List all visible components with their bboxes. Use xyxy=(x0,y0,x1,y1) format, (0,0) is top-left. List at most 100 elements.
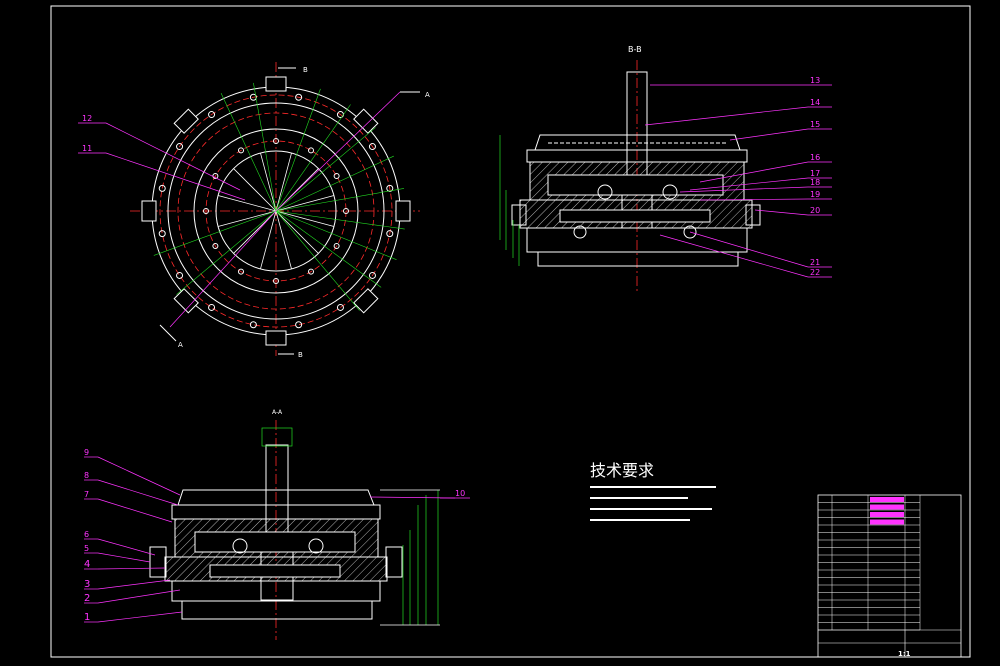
spoke xyxy=(260,152,277,212)
leader-line xyxy=(729,128,809,141)
dimension-ray xyxy=(153,210,277,256)
inner-hole xyxy=(308,147,314,154)
leader-line xyxy=(689,231,809,268)
leader-line xyxy=(97,538,156,556)
bolt-hole xyxy=(208,111,216,119)
scale-value: 1:1 xyxy=(898,650,911,658)
leader-line xyxy=(97,567,166,570)
callout-number: 7 xyxy=(84,490,89,499)
callout-number: 3 xyxy=(84,579,90,590)
callout-number: 20 xyxy=(810,206,820,215)
cut-label-b-bottom: B xyxy=(298,351,303,359)
inner-hole xyxy=(333,173,340,179)
inner-hole xyxy=(333,243,340,249)
bolt-hole xyxy=(176,271,184,279)
leader-line xyxy=(689,177,809,191)
callout-number: 10 xyxy=(455,489,465,498)
spoke xyxy=(275,195,335,212)
lug xyxy=(141,200,157,222)
callout-number: 19 xyxy=(810,190,820,199)
leader-line xyxy=(97,611,183,623)
spoke xyxy=(275,210,335,227)
callout-number: 2 xyxy=(84,593,90,604)
cut-label-a-bottom: A xyxy=(178,341,183,349)
inner-hole xyxy=(308,268,314,275)
inner-hole xyxy=(238,268,244,275)
lug xyxy=(173,288,199,314)
lug xyxy=(265,76,287,92)
callout-number: 6 xyxy=(84,530,89,539)
inner-hole xyxy=(273,138,279,144)
inner-hole xyxy=(238,147,244,154)
dimension-ray xyxy=(275,210,360,311)
leader-line xyxy=(659,234,809,278)
inner-hole xyxy=(203,208,209,214)
lug xyxy=(173,108,199,134)
leader-line xyxy=(105,122,241,191)
tech-requirements-lines xyxy=(590,486,716,521)
bolt-hole xyxy=(336,303,344,311)
leader-line xyxy=(97,498,173,523)
cut-line-a xyxy=(275,91,401,212)
leader-line xyxy=(97,589,181,604)
tb-highlight xyxy=(870,512,904,517)
inner-hole xyxy=(273,278,279,284)
lug xyxy=(395,200,411,222)
title-block: 1:1 xyxy=(817,494,962,658)
spoke xyxy=(275,210,292,270)
dimension-ray xyxy=(275,210,397,260)
bolt-hole xyxy=(158,230,166,238)
sheet-border xyxy=(50,5,971,658)
bolt-hole xyxy=(158,184,166,192)
callout-number: 17 xyxy=(810,169,820,178)
leader-line xyxy=(754,209,809,216)
section-aa-label: A-A xyxy=(272,409,283,416)
callout-number: 9 xyxy=(84,448,89,457)
inner-hole xyxy=(212,243,219,249)
leader-line xyxy=(105,152,246,201)
bolt-hole xyxy=(386,230,394,238)
tb-highlight xyxy=(870,504,904,510)
leader-line xyxy=(97,456,181,496)
callout-number: 13 xyxy=(810,76,820,85)
bolt-hole xyxy=(368,143,376,151)
spoke xyxy=(233,168,277,212)
tb-highlight xyxy=(870,497,904,502)
spoke xyxy=(217,195,277,212)
leader-line xyxy=(699,198,809,201)
bolt-hole xyxy=(295,93,303,101)
dimension-ray xyxy=(220,93,277,212)
callout-number: 18 xyxy=(810,178,820,187)
dimension-ray xyxy=(275,210,405,230)
bolt-hole xyxy=(386,184,394,192)
inner-hole xyxy=(343,208,349,214)
spoke xyxy=(275,210,319,254)
callout-number: 4 xyxy=(84,559,90,570)
cut-label-a-top: A xyxy=(425,91,430,99)
callout-number: 12 xyxy=(82,114,92,123)
lug xyxy=(353,108,379,134)
bolt-hole xyxy=(176,143,184,151)
callout-number: 21 xyxy=(810,258,820,267)
dimension-ray xyxy=(275,104,351,212)
dimension-ray xyxy=(275,127,376,212)
spoke xyxy=(260,210,277,270)
lug xyxy=(265,330,287,346)
leader-line xyxy=(97,479,179,506)
dimension-ray xyxy=(275,155,394,212)
bolt-hole xyxy=(249,321,257,329)
inner-hole xyxy=(212,173,219,179)
spoke xyxy=(233,210,277,254)
spoke xyxy=(217,210,277,227)
callout-number: 22 xyxy=(810,268,820,277)
dimension-ray xyxy=(275,188,405,212)
leader-line xyxy=(679,186,809,193)
leader-line xyxy=(644,106,809,126)
leader-line xyxy=(97,552,151,563)
section-bb-label: B-B xyxy=(628,45,642,54)
callout-number: 8 xyxy=(84,471,89,480)
